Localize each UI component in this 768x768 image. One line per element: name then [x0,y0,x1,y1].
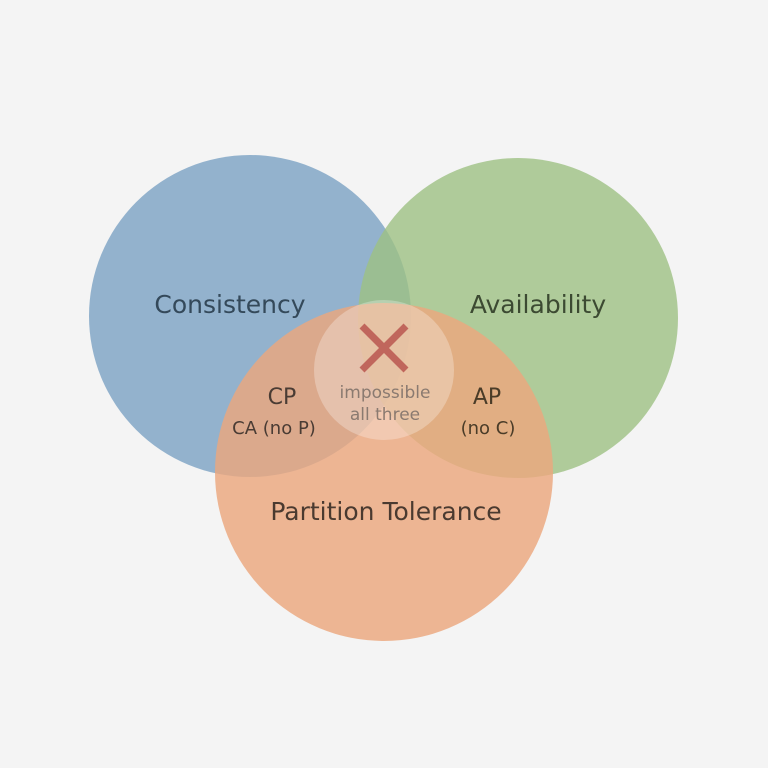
availability-label: Availability [470,290,606,319]
partition-tolerance-label: Partition Tolerance [270,497,501,526]
x-icon [359,323,409,373]
cp-label: CP [268,385,297,410]
ap-label: AP [473,385,501,410]
all-three-label: all three [350,405,420,425]
ap-sublabel: (no C) [461,418,516,439]
cp-sublabel: CA (no P) [232,418,316,439]
partition-tolerance-circle [215,303,553,641]
consistency-label: Consistency [154,290,305,319]
impossible-zone [314,300,454,440]
impossible-label: impossible [340,383,431,403]
